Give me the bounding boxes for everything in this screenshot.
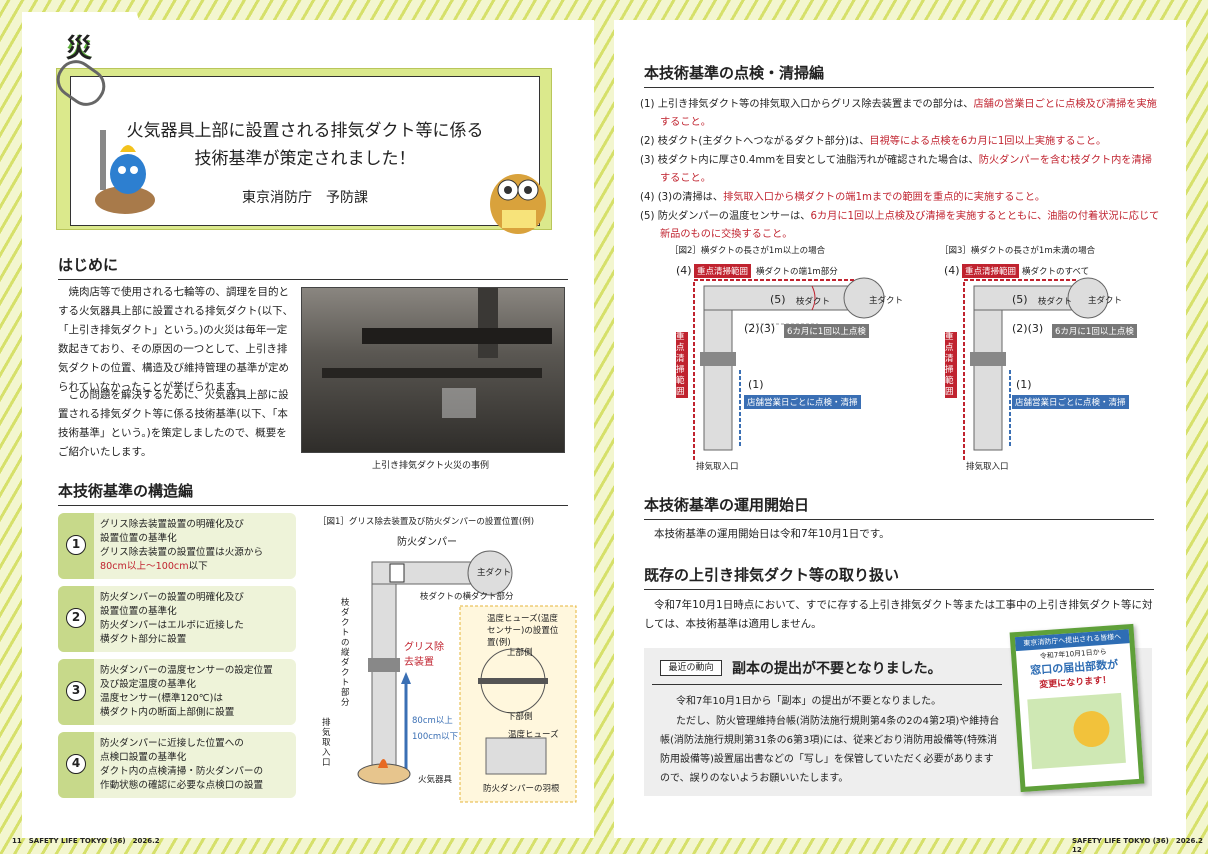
fig2-diagram: [693, 277, 885, 460]
intro-paragraph-2: この問題を解決するために、火気器具上部に設置される排気ダクト等に係る技術基準(以…: [58, 389, 289, 458]
fig1-damper2-label: 防火ダンパーの羽根: [483, 784, 560, 794]
recent-paragraph-2: ただし、防火管理維持台帳(消防法施行規則第4条の2の4第2項)や維持台帳(消防法…: [660, 716, 1000, 784]
page-title: 火気器具上部に設置される排気ダクト等に係る技術基準が策定されました！: [126, 121, 484, 169]
fig3-main: 主ダクト: [1088, 296, 1123, 306]
recent-divider: [652, 684, 1002, 685]
fig1-diagram: [357, 550, 577, 803]
start-text: 本技術基準の運用開始日は令和7年10月1日です。: [654, 528, 890, 540]
structure-item-4: 4 防火ダンパーに近接した位置への点検口設置の基準化ダクト内の点検清掃・防火ダン…: [58, 732, 296, 798]
fig2-n4: (4): [676, 264, 692, 277]
fig1-damper-label: 防火ダンパー: [397, 537, 457, 548]
author-org: 東京消防庁 予防課: [242, 190, 368, 206]
item-number: 4: [66, 754, 86, 774]
structure-item-1: 1 グリス除去装置設置の明確化及び設置位置の基準化グリス除去装置の設置位置は火源…: [58, 513, 296, 579]
inspection-item-3: (3) 枝ダクト内に厚さ0.4mmを目安として油脂汚れが確認された場合は、防火ダ…: [640, 155, 1152, 184]
fig2-range: 横ダクトの端1m部分: [756, 267, 838, 277]
existing-heading: 既存の上引き排気ダクト等の取り扱い: [644, 564, 1154, 590]
fig2-focus: 重点清掃範囲: [694, 264, 752, 278]
fig2-title: ［図2］横ダクトの長さが1m以上の場合: [670, 246, 826, 256]
recent-paragraph-1: 令和7年10月1日から「副本」の提出が不要となりました。: [676, 696, 942, 707]
fig2-n23: (2)(3): [744, 322, 776, 335]
fig3-n4: (4): [944, 264, 960, 277]
fig1-lower-label: 下部側: [507, 712, 533, 722]
fig3-diagram: [963, 277, 1109, 460]
item-number: 2: [66, 608, 86, 628]
structure-heading: 本技術基準の構造編: [58, 480, 568, 506]
fig2-n1: (1): [748, 378, 764, 391]
fig3-side: 重点清掃範囲: [945, 332, 957, 398]
structure-item-2: 2 防火ダンパーの設置の明確化及び設置位置の基準化防火ダンパーはエルボに近接した…: [58, 586, 296, 652]
inspection-item-1: (1) 上引き排気ダクト等の排気取入口からグリス除去装置までの部分は、店舗の営業…: [640, 99, 1157, 128]
start-heading: 本技術基準の運用開始日: [644, 494, 1154, 520]
fig1-intake-label: 排気取入口: [322, 718, 331, 768]
owl-mascot-icon: [490, 174, 546, 234]
fig1-fuse-label: 温度ヒューズ(温度センサー)の設置位置(例): [487, 614, 559, 648]
item-number: 3: [66, 681, 86, 701]
fig3-range: 横ダクトのすべて: [1022, 267, 1090, 277]
fig1-fire-label: 火気器具: [418, 775, 453, 785]
structure-item-3: 3 防火ダンパーの温度センサーの設定位置及び設定温度の基準化温度センサー(標準1…: [58, 659, 296, 725]
fig3-half: 6カ月に1回以上点検: [1052, 324, 1137, 338]
recent-badge: 最近の動向: [660, 660, 722, 676]
existing-text: 令和7年10月1日時点において、すでに存する上引き排気ダクト等または工事中の上引…: [644, 599, 1153, 630]
intro-paragraph-1: 焼肉店等で使用される七輪等の、調理を目的とする火気器具上部に設置される排気ダクト…: [58, 286, 294, 393]
fig3-title: ［図3］横ダクトの長さが1m未満の場合: [940, 246, 1096, 256]
inspection-heading: 本技術基準の点検・清掃編: [644, 62, 1154, 88]
fig2-n5: (5): [770, 293, 786, 306]
fig1-title: ［図1］グリス除去装置及び防火ダンパーの設置位置(例): [318, 517, 535, 527]
section-tag: 火災予防: [22, 12, 152, 60]
fig1-main-duct-label: 主ダクト: [477, 568, 512, 578]
inspection-list: (1) 上引き排気ダクト等の排気取入口からグリス除去装置までの部分は、店舗の営業…: [640, 96, 1160, 245]
footer-right: SAFETY LIFE TOKYO (36) 2026.2 12: [1072, 837, 1208, 854]
fig1-dist2: 100cm以下: [412, 732, 459, 742]
inspection-item-2: (2) 枝ダクト(主ダクトへつながるダクト部分)は、目視等による点検を6カ月に1…: [640, 136, 1107, 147]
tag-green-char: 火: [66, 34, 94, 64]
fig2-side: 重点清掃範囲: [676, 332, 688, 398]
fig3-n5: (5): [1012, 293, 1028, 306]
fig3-daily: 店舗営業日ごとに点検・清掃: [1012, 395, 1129, 409]
fig3-focus: 重点清掃範囲: [962, 264, 1020, 278]
leaflet-image: 東京消防庁へ提出される皆様へ 令和7年10月1日から 窓口の届出部数が 変更にな…: [1009, 623, 1145, 793]
duct-fire-photo: [301, 287, 565, 453]
recent-title: 副本の提出が不要となりました。: [732, 661, 942, 677]
inspection-item-5: (5) 防火ダンパーの温度センサーは、6カ月に1回以上点検及び清掃を実施するとと…: [640, 211, 1160, 240]
fig3-n23: (2)(3): [1012, 322, 1044, 335]
tag-text: 災予防: [66, 34, 94, 64]
fig3-branch: 枝ダクト: [1038, 297, 1073, 307]
fig3-n1: (1): [1016, 378, 1032, 391]
fig3-intake: 排気取入口: [966, 462, 1009, 472]
fig2-intake: 排気取入口: [696, 462, 739, 472]
fig2-main: 主ダクト: [869, 296, 904, 306]
fig1-branch-label: 枝ダクトの横ダクト部分: [420, 592, 514, 602]
fig2-branch: 枝ダクト: [796, 297, 831, 307]
fig2-daily: 店舗営業日ごとに点検・清掃: [744, 395, 861, 409]
inspection-item-4: (4) (3)の清掃は、排気取入口から横ダクトの端1mまでの範囲を重点的に実施す…: [640, 192, 1046, 203]
title-box: 火気器具上部に設置される排気ダクト等に係る技術基準が策定されました！ 東京消防庁…: [70, 76, 540, 226]
mascot-icon: [95, 130, 155, 214]
photo-caption: 上引き排気ダクト火災の事例: [372, 461, 490, 471]
fig1-upper-label: 上部側: [507, 648, 533, 658]
fig2-half: 6カ月に1回以上点検: [784, 324, 869, 338]
fig1-grease-label: グリス除去装置: [404, 642, 444, 668]
fig1-dist1: 80cm以上: [412, 716, 453, 726]
footer-left: 11 SAFETY LIFE TOKYO (36) 2026.2: [12, 837, 160, 845]
fig1-fuse2-label: 温度ヒューズ: [508, 730, 559, 740]
fig1-vertical-label: 枝ダクトの縦ダクト部分: [341, 598, 350, 708]
intro-heading: はじめに: [58, 254, 568, 280]
item-number: 1: [66, 535, 86, 555]
